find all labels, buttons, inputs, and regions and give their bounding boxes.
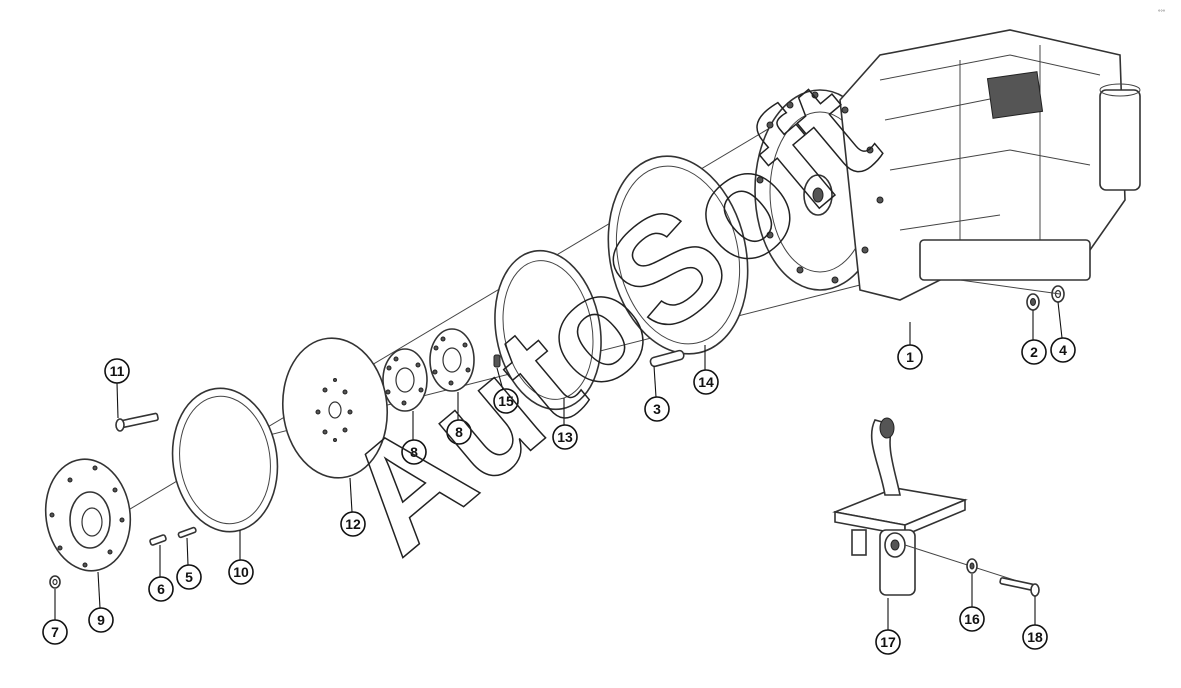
svg-text:1: 1 — [906, 349, 914, 365]
item-6-screw — [149, 534, 167, 546]
svg-text:14: 14 — [698, 374, 714, 390]
item-18-bolt — [999, 577, 1040, 597]
svg-text:8: 8 — [455, 424, 463, 440]
item-12-flexplate — [281, 337, 389, 479]
svg-text:18: 18 — [1027, 629, 1043, 645]
item-10-gasket-ring — [171, 387, 279, 533]
item-2-nut — [1026, 293, 1040, 311]
callout-3: 3 — [644, 396, 670, 422]
item-13-adapter-ring — [494, 249, 602, 411]
svg-text:13: 13 — [557, 429, 573, 445]
watermark-text: AutoSoft — [313, 49, 906, 585]
item-15-screw — [493, 354, 501, 368]
callout-17: 17 — [875, 629, 901, 655]
callout-11: 11 — [104, 358, 130, 384]
callout-10: 10 — [228, 559, 254, 585]
transmission-assembly — [754, 29, 1141, 301]
callout-18: 18 — [1022, 624, 1048, 650]
svg-text:5: 5 — [185, 569, 193, 585]
svg-text:17: 17 — [880, 634, 896, 650]
stud-axis-line — [959, 279, 1061, 295]
callout-4: 4 — [1050, 337, 1076, 363]
item-5-screw — [177, 526, 197, 539]
item-8-spacer-b — [429, 328, 475, 392]
svg-text:7: 7 — [51, 624, 59, 640]
callout-5: 5 — [176, 564, 202, 590]
control-module — [986, 71, 1044, 119]
housing-bolt-holes — [756, 91, 884, 284]
svg-text:2: 2 — [1030, 344, 1038, 360]
callout-2: 2 — [1021, 339, 1047, 365]
svg-text:3: 3 — [653, 401, 661, 417]
item-7-washer — [49, 575, 61, 589]
case-ribs — [879, 45, 1101, 270]
svg-text:8: 8 — [410, 444, 418, 460]
svg-text:16: 16 — [964, 611, 980, 627]
svg-text:9: 9 — [97, 612, 105, 628]
callout-14: 14 — [693, 369, 719, 395]
transmission-case — [839, 29, 1126, 301]
item-11-bolt — [115, 412, 159, 432]
svg-text:15: 15 — [498, 393, 514, 409]
svg-text:10: 10 — [233, 564, 249, 580]
item-3-dowel-pin — [649, 349, 685, 368]
callout-9: 9 — [88, 607, 114, 633]
item-16-washer — [966, 558, 978, 574]
oil-filter — [1099, 89, 1141, 191]
item-8-spacer-a — [382, 348, 428, 412]
callout-15: 15 — [493, 388, 519, 414]
svg-text:11: 11 — [110, 363, 125, 379]
item-17-shifter-assembly — [832, 417, 1031, 596]
callout-1: 1 — [897, 344, 923, 370]
hub-center — [812, 187, 824, 203]
callout-8a: 8 — [401, 439, 427, 465]
callout-16: 16 — [959, 606, 985, 632]
callout-12: 12 — [340, 511, 366, 537]
callout-6: 6 — [148, 576, 174, 602]
callout-13: 13 — [552, 424, 578, 450]
item-14-gasket — [607, 155, 749, 355]
item-9-adapter-plate — [44, 458, 132, 572]
corner-mark: °°° — [1158, 10, 1166, 16]
oil-filter-cap — [1099, 83, 1141, 97]
svg-text:12: 12 — [345, 516, 361, 532]
leader-lines — [54, 301, 1063, 630]
callout-8b: 8 — [446, 419, 472, 445]
callout-7: 7 — [42, 619, 68, 645]
oil-pan — [919, 239, 1091, 281]
svg-text:6: 6 — [157, 581, 165, 597]
svg-text:4: 4 — [1059, 342, 1067, 358]
